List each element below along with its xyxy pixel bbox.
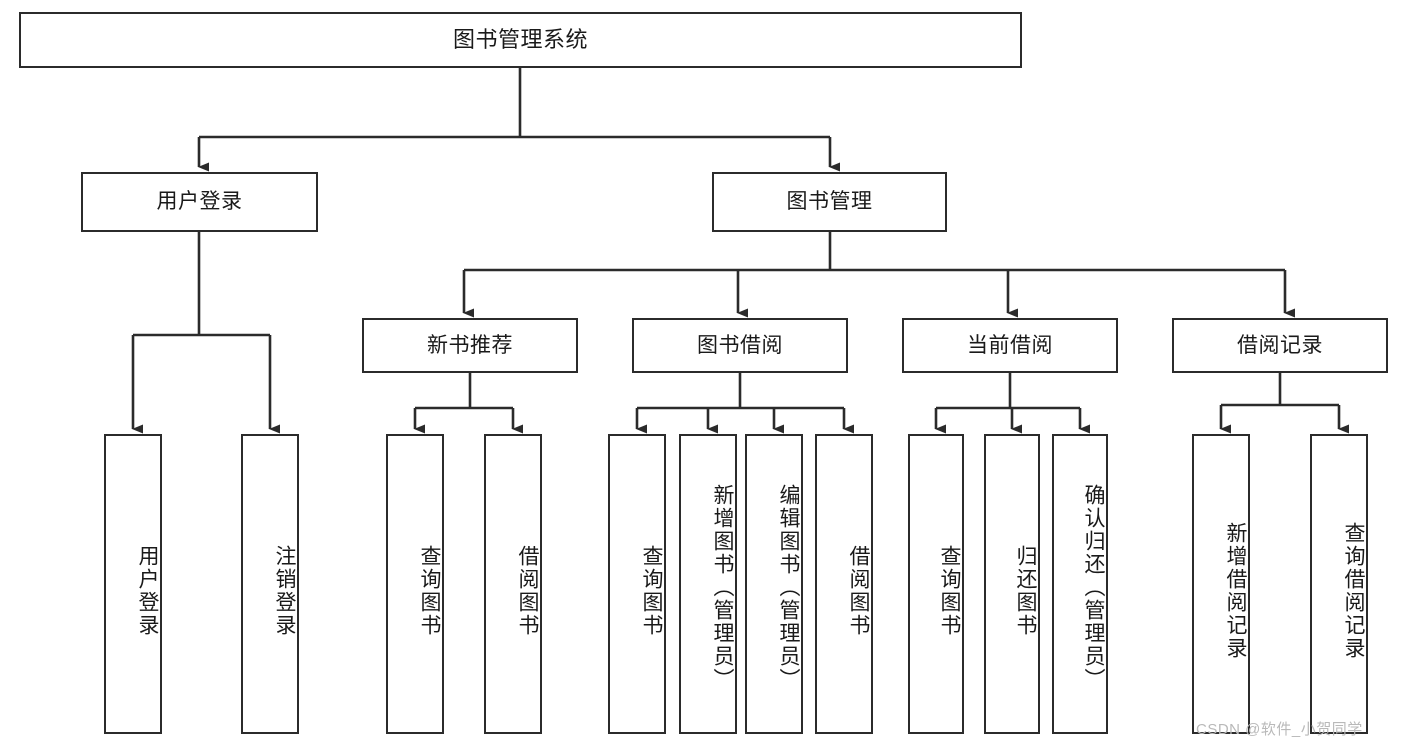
csdn-watermark: CSDN @软件_小贺同学 xyxy=(1196,721,1363,738)
leaf-query-book-bb[interactable]: 查询图书 xyxy=(608,434,666,734)
node-user-login[interactable]: 用户登录 xyxy=(81,172,318,232)
leaf-user-login[interactable]: 用户登录 xyxy=(104,434,162,734)
leaf-edit-book-admin[interactable]: 编辑图书（管理员） xyxy=(745,434,803,734)
node-current-borrowing[interactable]: 当前借阅 xyxy=(902,318,1118,373)
leaf-borrow-book-nbr[interactable]: 借阅图书 xyxy=(484,434,542,734)
leaf-query-borrow-record[interactable]: 查询借阅记录 xyxy=(1310,434,1368,734)
node-new-book-recommend[interactable]: 新书推荐 xyxy=(362,318,578,373)
leaf-logout[interactable]: 注销登录 xyxy=(241,434,299,734)
node-book-management[interactable]: 图书管理 xyxy=(712,172,947,232)
node-root-system[interactable]: 图书管理系统 xyxy=(19,12,1022,68)
leaf-query-book-cb[interactable]: 查询图书 xyxy=(908,434,964,734)
leaf-borrow-book-bb[interactable]: 借阅图书 xyxy=(815,434,873,734)
leaf-add-book-admin[interactable]: 新增图书（管理员） xyxy=(679,434,737,734)
node-borrowing-record[interactable]: 借阅记录 xyxy=(1172,318,1388,373)
leaf-confirm-return-admin[interactable]: 确认归还（管理员） xyxy=(1052,434,1108,734)
leaf-return-book[interactable]: 归还图书 xyxy=(984,434,1040,734)
leaf-add-borrow-record[interactable]: 新增借阅记录 xyxy=(1192,434,1250,734)
leaf-query-book-nbr[interactable]: 查询图书 xyxy=(386,434,444,734)
node-book-borrowing[interactable]: 图书借阅 xyxy=(632,318,848,373)
